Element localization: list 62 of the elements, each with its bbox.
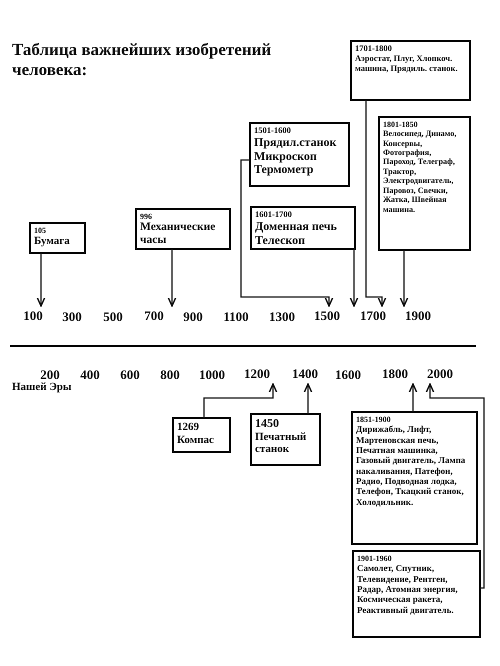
axis-year-label: 1500 — [312, 309, 342, 325]
axis-year-label: 100 — [18, 309, 48, 325]
date-range: 1901-1960 — [357, 554, 393, 564]
date-range: 1450 — [255, 417, 280, 431]
axis-year-label: 1900 — [403, 309, 433, 325]
invention-list: Доменная печь Телескоп — [255, 220, 351, 248]
arrow — [304, 383, 312, 413]
axis-year-label: 1600 — [335, 367, 361, 383]
title: Таблица важнейших изобретений человека: — [12, 40, 272, 81]
invention-list: Прядил.станок Микроскоп Термометр — [254, 136, 345, 178]
invention-box — [250, 413, 321, 466]
arrow — [365, 101, 386, 307]
date-range: 105 — [34, 226, 47, 236]
axis-year-label: 500 — [103, 309, 123, 325]
invention-box — [249, 122, 350, 187]
invention-list: Механические часы — [140, 221, 226, 248]
invention-box — [350, 40, 471, 101]
axis-year-label: 1800 — [380, 367, 410, 383]
arrow — [426, 383, 485, 589]
invention-box — [378, 116, 471, 251]
arrow — [240, 159, 334, 307]
date-range: 1269 — [177, 421, 200, 434]
axis-year-label: 1300 — [269, 309, 295, 325]
axis-year-label: 1200 — [242, 367, 272, 383]
invention-box — [29, 222, 86, 254]
invention-list: Самолет, Спутник, Телевидение, Рентген, Радар, Атомная энергия, Космическая ракета, Реактивный двигатель. — [357, 563, 476, 615]
axis-year-label: 1100 — [223, 309, 249, 325]
axis-year-label: 700 — [139, 309, 169, 325]
axis-year-label: 1400 — [290, 367, 320, 383]
axis-year-label: 200 — [40, 367, 60, 382]
axis-year-label: 600 — [120, 367, 140, 383]
invention-list: Велосипед, Динамо, Консервы, Фотография, Пароход, Телеграф, Трактор, Электродвигатель, Паровоз, Свечки, Жатка, Швейная машина. — [383, 129, 466, 214]
axis-year-label: 800 — [160, 367, 180, 383]
invention-box — [172, 417, 231, 453]
invention-list: Печатный станок — [255, 430, 316, 456]
invention-box — [250, 206, 356, 250]
date-range: 1501-1600 — [254, 126, 292, 136]
arrow — [350, 250, 358, 307]
axis-year-label: 1000 — [199, 367, 225, 383]
invention-box — [135, 208, 231, 250]
invention-box — [352, 550, 481, 638]
arrow — [400, 251, 408, 307]
invention-list: Бумага — [34, 235, 81, 248]
axis-year-label: 400 — [80, 367, 100, 383]
invention-list: Компас — [177, 434, 226, 446]
date-range: 1701-1800 — [355, 44, 393, 54]
date-range: 996 — [140, 212, 153, 222]
arrow — [203, 383, 278, 417]
arrow — [408, 383, 418, 411]
axis-year-label: 900 — [183, 309, 203, 325]
invention-list: Аэростат, Плуг, Хлопкоч. машина, Прядиль. станок. — [355, 54, 466, 74]
axis-year-label: 1700 — [358, 309, 388, 325]
axis-year-label: 2000 — [425, 367, 455, 383]
arrow — [168, 250, 176, 307]
axis-year-label: 300 — [62, 309, 82, 325]
invention-box — [351, 411, 478, 545]
date-range: 1601-1700 — [255, 210, 293, 220]
date-range: 1801-1850 — [383, 120, 419, 130]
date-range: 1851-1900 — [356, 415, 392, 424]
invention-list: Дирижабль, Лифт, Мартеновская печь, Печатная машинка, Газовый двигатель, Лампа накаливания, Патефон, Радио, Подводная лодка, Телефон, Ткацкий станок, Холодильник. — [356, 424, 473, 507]
era-label: Нашей Эры — [12, 381, 72, 393]
arrow — [36, 254, 46, 307]
